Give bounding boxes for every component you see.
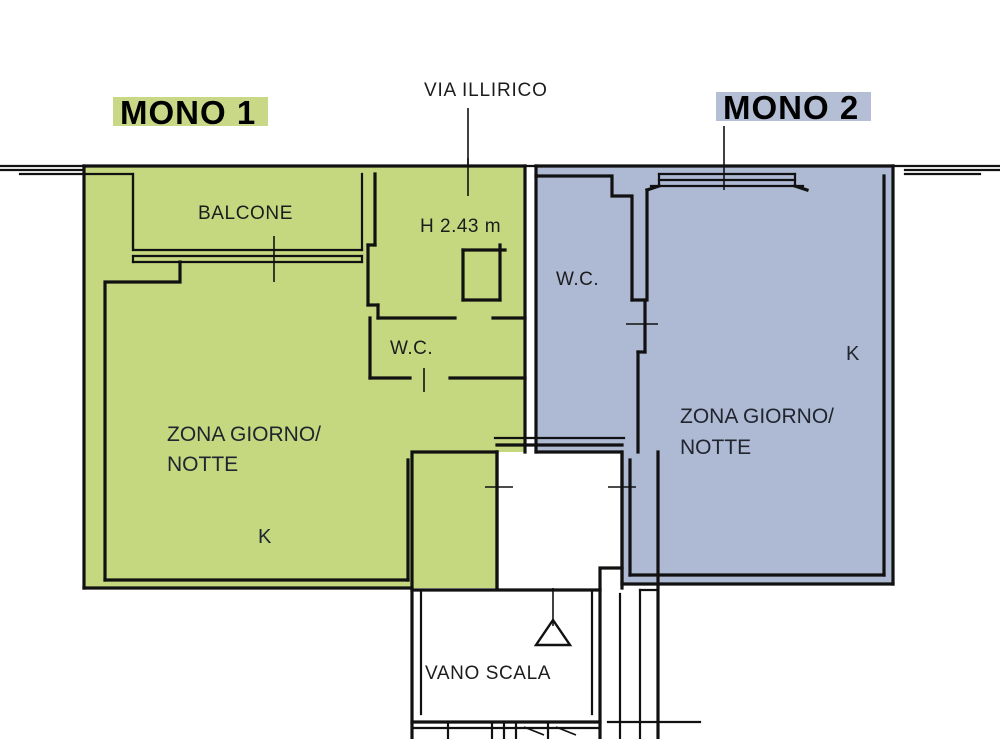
stair-core-fill xyxy=(497,452,622,584)
label-zona-left-line1: ZONA GIORNO/ xyxy=(167,423,321,446)
mono-1-interior-walls xyxy=(366,158,527,454)
mono-2-title: MONO 2 xyxy=(723,89,859,126)
label-balcone: BALCONE xyxy=(198,203,293,224)
mono-1-title: MONO 1 xyxy=(120,94,256,131)
label-wc-left: W.C. xyxy=(390,338,433,359)
mono-2-title-highlight xyxy=(716,92,871,121)
mono-1-title-highlight xyxy=(113,97,268,126)
label-vano-scala: VANO SCALA xyxy=(425,663,551,684)
unit-mono-1-fill xyxy=(84,166,525,588)
unit-mono-2-fill xyxy=(536,166,893,584)
adjacent-structure-lines xyxy=(638,450,660,739)
label-ceiling-height: H 2.43 m xyxy=(420,216,501,237)
mono-2-interior-walls xyxy=(534,126,810,454)
label-k-left: K xyxy=(258,526,272,548)
stairwell-structure xyxy=(410,436,702,739)
label-zona-right-line1: ZONA GIORNO/ xyxy=(680,405,834,428)
street-label: VIA ILLIRICO xyxy=(424,80,548,101)
mono-2-walls xyxy=(534,164,982,586)
label-zona-left-line2: NOTTE xyxy=(167,453,238,476)
label-wc-right: W.C. xyxy=(556,269,599,290)
label-zona-right-line2: NOTTE xyxy=(680,436,751,459)
label-k-right: K xyxy=(846,343,860,365)
